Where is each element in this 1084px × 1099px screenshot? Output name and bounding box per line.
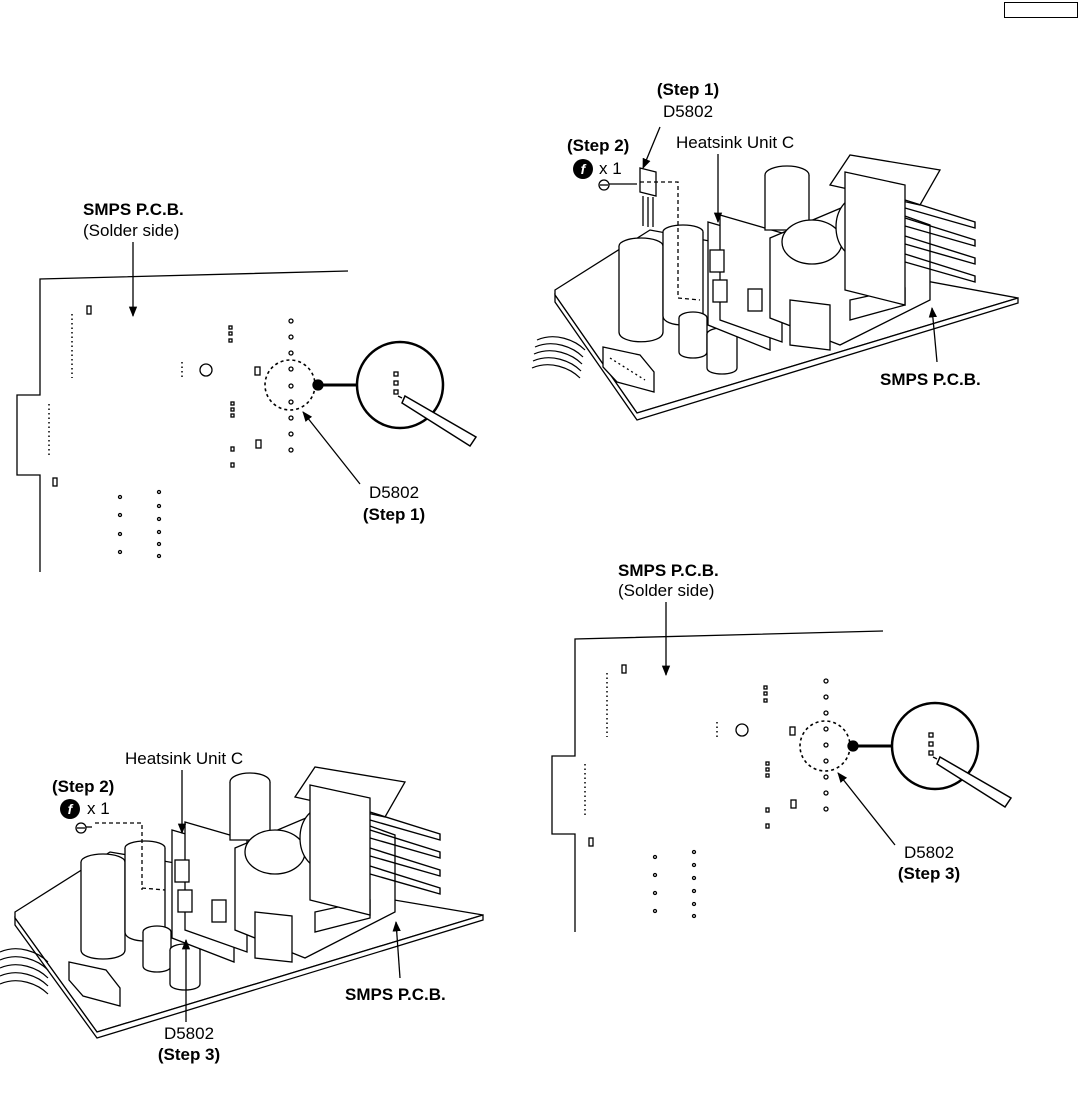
fig1-pcb-sub-label: (Solder side) <box>83 221 180 240</box>
fig4-pcb-label: SMPS P.C.B. <box>618 561 719 580</box>
fig3-heatsink-label: Heatsink Unit C <box>125 749 244 768</box>
fig4-solder-board <box>551 602 1013 932</box>
fig1-part-label: D5802 <box>368 483 420 502</box>
fig1-step-label: (Step 1) <box>362 505 426 524</box>
fig3-screw-count: x 1 <box>87 799 110 818</box>
fig1-pcb-label: SMPS P.C.B. <box>83 200 184 219</box>
fig2-screw-icon: f <box>573 159 593 179</box>
fig3-board-illustration <box>0 766 484 1039</box>
fig3-step2-label: (Step 2) <box>52 777 115 796</box>
fig2-part-label: D5802 <box>662 102 714 121</box>
fig4-pcb-sub-label: (Solder side) <box>618 581 715 600</box>
fig2-board-illustration <box>531 126 1019 421</box>
fig3-screw-icon: f <box>60 799 80 819</box>
fig2-heatsink-label: Heatsink Unit C <box>676 133 795 152</box>
fig3-pcb-label: SMPS P.C.B. <box>345 985 446 1004</box>
fig2-step1-label: (Step 1) <box>656 80 720 99</box>
fig3-step-label: (Step 3) <box>157 1045 221 1064</box>
fig2-screw-count: x 1 <box>599 159 622 178</box>
fig4-part-label: D5802 <box>903 843 955 862</box>
fig4-step-label: (Step 3) <box>897 864 961 883</box>
page-number-box <box>1004 2 1078 18</box>
fig1-solder-board <box>16 242 478 572</box>
fig3-part-label: D5802 <box>163 1024 215 1043</box>
fig2-pcb-label: SMPS P.C.B. <box>880 370 981 389</box>
fig2-step2-label: (Step 2) <box>567 136 630 155</box>
